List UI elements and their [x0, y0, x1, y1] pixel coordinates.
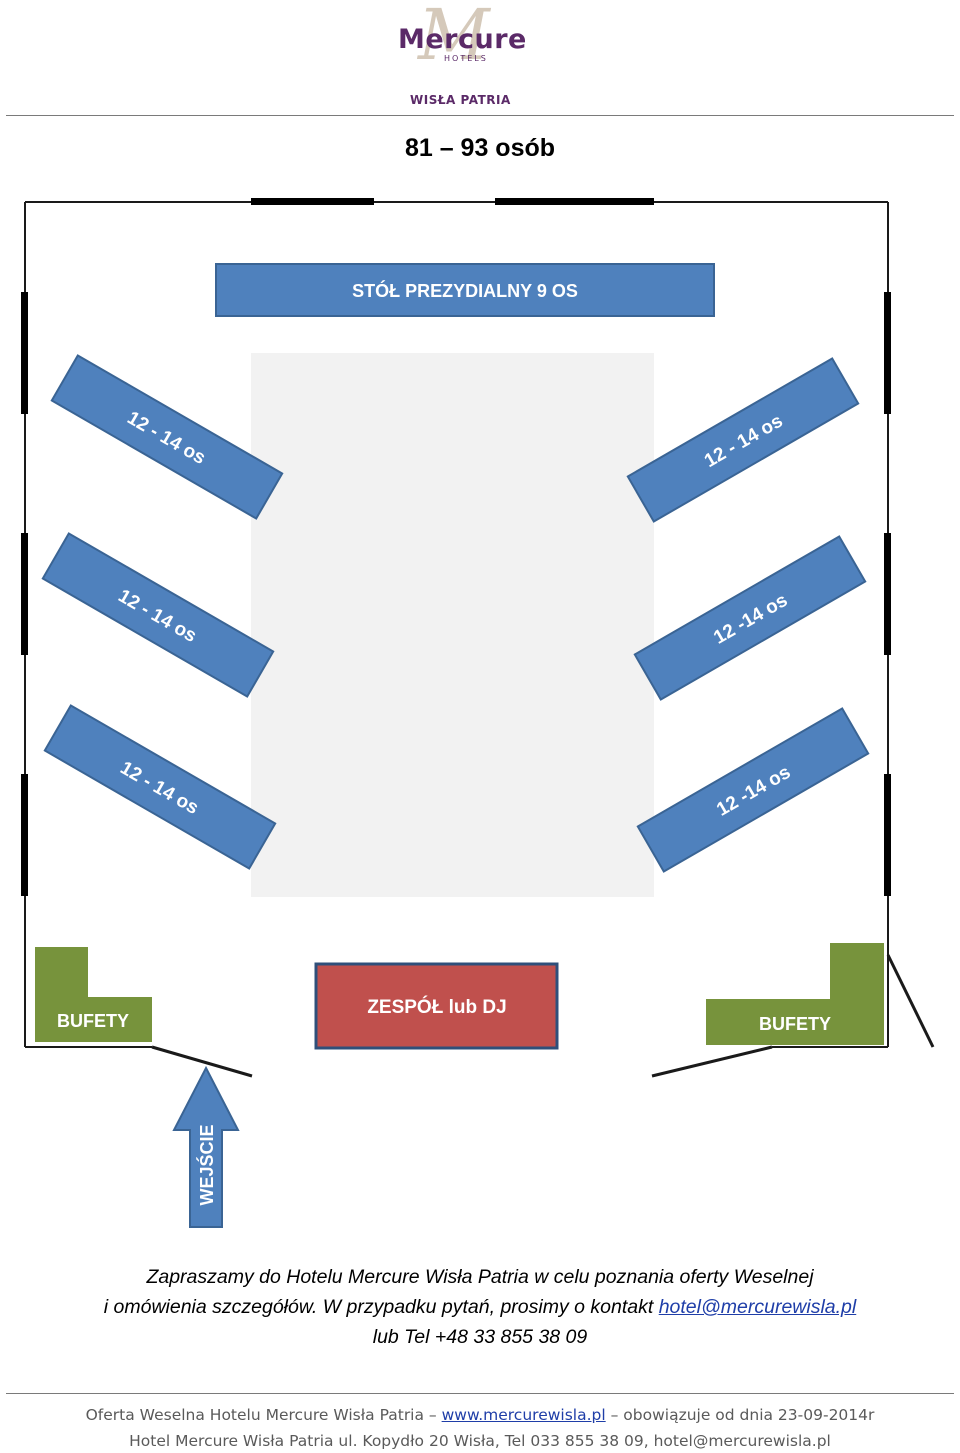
entrance-arrow: WEJŚCIE: [172, 1065, 240, 1228]
band-stage: ZESPÓŁ lub DJ: [314, 962, 559, 1050]
guest-table: 12 -14 os: [633, 535, 867, 701]
website-link[interactable]: www.mercurewisla.pl: [441, 1406, 606, 1424]
entrance-label: WEJŚCIE: [196, 1124, 217, 1205]
windows: [21, 198, 891, 896]
hotel-name: WISŁA PATRIA: [410, 93, 511, 107]
logo-subtext: HOTELS: [444, 54, 488, 63]
buffet-right-label: BUFETY: [759, 1014, 831, 1034]
mercure-logo: M Mercure HOTELS: [398, 0, 527, 76]
guest-table: 12 - 14 os: [43, 704, 277, 870]
invitation-line-1: Zapraszamy do Hotelu Mercure Wisła Patri…: [146, 1266, 814, 1288]
buffet-right: BUFETY: [706, 943, 884, 1045]
buffet-left: BUFETY: [35, 947, 152, 1042]
contact-email-link[interactable]: hotel@mercurewisla.pl: [658, 1296, 857, 1318]
head-table-label: STÓŁ PREZYDIALNY 9 OS: [352, 280, 578, 301]
footer-divider: [6, 1393, 954, 1394]
logo-text: Mercure: [398, 24, 527, 55]
buffet-left-label: BUFETY: [57, 1011, 129, 1031]
page-header: M Mercure HOTELS WISŁA PATRIA: [0, 0, 960, 120]
band-label: ZESPÓŁ lub DJ: [367, 996, 506, 1018]
header-divider: [6, 115, 954, 116]
page-footer: Oferta Weselna Hotelu Mercure Wisła Patr…: [0, 1402, 960, 1453]
footer-line-1: Oferta Weselna Hotelu Mercure Wisła Patr…: [85, 1406, 875, 1424]
guest-table: 12 -14 os: [636, 707, 870, 873]
guest-table: 12 - 14 os: [626, 357, 860, 523]
invitation-line-3: lub Tel +48 33 855 38 09: [372, 1326, 588, 1348]
guest-table: 12 - 14 os: [50, 354, 284, 520]
dance-floor: [251, 353, 654, 897]
invitation-line-2: i omówienia szczegółów. W przypadku pyta…: [103, 1296, 857, 1318]
head-table: STÓŁ PREZYDIALNY 9 OS: [215, 263, 715, 317]
page-title: 81 – 93 osób: [404, 134, 556, 162]
footer-line-2: Hotel Mercure Wisła Patria ul. Kopydło 2…: [129, 1432, 831, 1450]
floor-plan: STÓŁ PREZYDIALNY 9 OS 12 - 14 os 12 - 14…: [21, 198, 935, 1228]
guest-table: 12 - 14 os: [41, 532, 275, 698]
invitation-text: Zapraszamy do Hotelu Mercure Wisła Patri…: [30, 1262, 930, 1352]
